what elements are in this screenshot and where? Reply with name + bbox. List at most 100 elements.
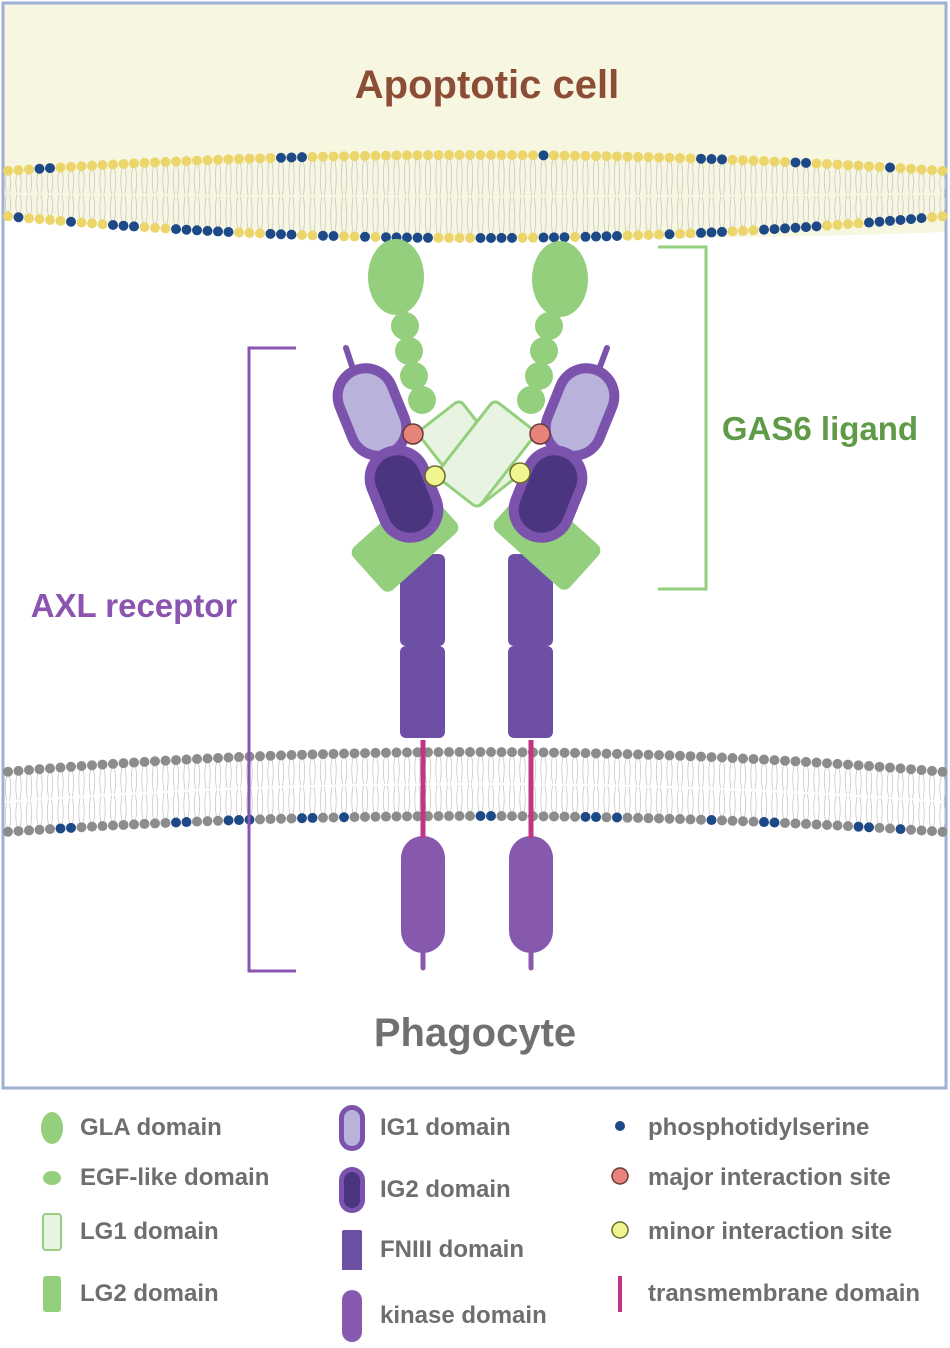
phagocyte-membrane-phosphatidylserine <box>853 821 864 832</box>
phagocyte-membrane-lipid-tail <box>508 785 516 813</box>
apoptotic-membrane-lipid-tail <box>99 168 106 194</box>
legend-item-minor-site: minor interaction site <box>598 1212 892 1252</box>
phagocyte-membrane-lipid-head <box>717 815 727 826</box>
phagocyte-membrane-lipid-tail <box>193 762 201 790</box>
apoptotic-membrane-lipid-tail <box>645 161 652 196</box>
apoptotic-membrane-lipid-tail <box>687 196 694 230</box>
phagocyte-membrane-lipid-head <box>349 748 360 759</box>
apoptotic-membrane-phosphatidylserine <box>423 232 433 243</box>
lg1-domain-icon <box>42 1213 62 1251</box>
apoptotic-membrane-lipid-tail <box>141 166 148 195</box>
phagocyte-membrane-lipid-tail <box>939 775 946 801</box>
apoptotic-membrane-lipid-head <box>87 160 97 171</box>
phagocyte-membrane-lipid-head <box>465 747 475 758</box>
apoptotic-membrane-lipid-tail <box>886 171 894 194</box>
phagocyte-membrane-lipid-tail <box>298 758 306 786</box>
apoptotic-membrane-lipid-tail <box>876 170 883 194</box>
apoptotic-membrane-phosphatidylserine <box>496 232 507 243</box>
apoptotic-membrane-lipid-head <box>643 152 654 163</box>
axl-bracket <box>247 346 296 973</box>
phagocyte-membrane-lipid-tail <box>655 787 663 815</box>
apoptotic-membrane-lipid-tail <box>781 165 789 195</box>
phagocyte-membrane-lipid-tail <box>466 755 474 784</box>
diagram-frame <box>1 1 948 1090</box>
phagocyte-membrane-lipid-head <box>811 819 822 830</box>
apoptotic-membrane-lipid-head <box>3 165 13 176</box>
phagocyte-membrane-lipid-tail <box>603 786 610 814</box>
phagocyte-membrane-lipid-tail <box>25 773 33 800</box>
apoptotic-membrane-lipid-tail <box>361 159 369 196</box>
phagocyte-membrane-lipid-head <box>3 826 13 837</box>
apoptotic-membrane-lipid-tail <box>130 167 138 194</box>
legend-label-major-site: major interaction site <box>648 1164 891 1191</box>
phagocyte-membrane-lipid-head <box>444 747 454 758</box>
apoptotic-membrane-phosphatidylserine <box>874 216 885 227</box>
phagocyte-membrane-lipid-head <box>748 754 759 765</box>
apoptotic-membrane-lipid-head <box>622 230 633 241</box>
apoptotic-membrane-lipid-tail <box>151 166 159 195</box>
apoptotic-membrane-lipid-head <box>475 150 486 161</box>
phagocyte-membrane-lipid-head <box>811 757 822 768</box>
phagocyte-label: Phagocyte <box>374 1011 576 1055</box>
apoptotic-membrane-lipid-tail <box>739 196 747 227</box>
apoptotic-membrane-lipid-tail <box>298 197 306 232</box>
apoptotic-membrane-lipid-tail <box>928 174 936 193</box>
apoptotic-membrane-lipid-tail <box>477 158 484 196</box>
legend-item-kinase: kinase domain <box>330 1288 547 1344</box>
phagocyte-membrane-lipid-tail <box>151 765 159 792</box>
phagocyte-membrane-lipid-tail <box>445 755 453 784</box>
phagocyte-membrane-lipid-tail <box>46 772 54 798</box>
apoptotic-membrane-lipid-tail <box>582 159 589 196</box>
apoptotic-membrane-phosphatidylserine <box>696 227 706 238</box>
apoptotic-membrane-phosphatidylserine <box>538 150 549 161</box>
axl-receptor-label: AXL receptor <box>31 587 238 624</box>
phagocyte-membrane-lipid-tail <box>886 771 894 798</box>
phagocyte-membrane-lipid-head <box>87 760 97 771</box>
axl-right-ig2-domain-core <box>518 455 578 533</box>
phagocyte-membrane-lipid-tail <box>204 762 211 789</box>
phagocyte-membrane-phosphatidylserine <box>706 815 717 826</box>
phagocyte-membrane-lipid-head <box>360 748 370 759</box>
phagocyte-membrane-lipid-head <box>475 747 486 758</box>
apoptotic-membrane-lipid-tail <box>456 197 463 235</box>
phagocyte-membrane-lipid-head <box>538 811 549 822</box>
apoptotic-membrane-lipid-tail <box>634 160 642 196</box>
apoptotic-membrane-lipid-tail <box>225 196 232 229</box>
phagocyte-membrane-lipid-tail <box>928 774 936 801</box>
apoptotic-membrane-lipid-head <box>832 219 843 230</box>
apoptotic-membrane-lipid-tail <box>88 169 96 194</box>
apoptotic-membrane-lipid-tail <box>403 159 411 196</box>
phagocyte-membrane-lipid-tail <box>204 790 211 818</box>
phagocyte-membrane-phosphatidylserine <box>339 812 349 823</box>
phagocyte-membrane-lipid-head <box>370 811 381 822</box>
phagocyte-membrane-lipid-tail <box>225 789 232 817</box>
phagocyte-membrane-lipid-tail <box>571 785 579 813</box>
apoptotic-membrane-lipid-head <box>633 230 643 241</box>
phagocyte-membrane-lipid-head <box>328 812 339 823</box>
phagocyte-membrane-lipid-tail <box>225 761 232 789</box>
apoptotic-membrane-lipid-tail <box>718 196 726 228</box>
apoptotic-membrane-phosphatidylserine <box>885 162 895 173</box>
gas6-bracket <box>658 245 708 591</box>
apoptotic-membrane-phosphatidylserine <box>538 232 549 243</box>
phagocyte-membrane-lipid-tail <box>592 786 600 814</box>
phagocyte-membrane-lipid-head <box>822 758 832 769</box>
phagocyte-membrane-lipid-tail <box>424 785 432 813</box>
phagocyte-membrane-lipid-head <box>874 822 885 833</box>
phagocyte-membrane-lipid-tail <box>256 760 264 787</box>
apoptotic-membrane-lipid-tail <box>183 164 190 195</box>
phagocyte-membrane-lipid-head <box>87 821 97 832</box>
apoptotic-membrane-lipid-tail <box>351 197 358 233</box>
apoptotic-membrane-lipid-head <box>517 232 528 243</box>
axl-receptor-left <box>400 530 445 971</box>
apoptotic-membrane-lipid-tail <box>823 167 831 194</box>
phagocyte-membrane-lipid-head <box>402 811 412 822</box>
apoptotic-membrane-lipid-tail <box>477 197 484 235</box>
apoptotic-membrane-lipid-tail <box>172 196 180 226</box>
phagocyte-membrane-lipid-head <box>727 753 738 764</box>
apoptotic-cell-body <box>4 4 946 238</box>
phagocyte-membrane-lipid-tail <box>456 755 463 784</box>
apoptotic-membrane-lipid-head <box>622 151 633 162</box>
phagocyte-membrane-lipid-head <box>696 814 706 825</box>
phagocyte-membrane <box>3 747 948 837</box>
